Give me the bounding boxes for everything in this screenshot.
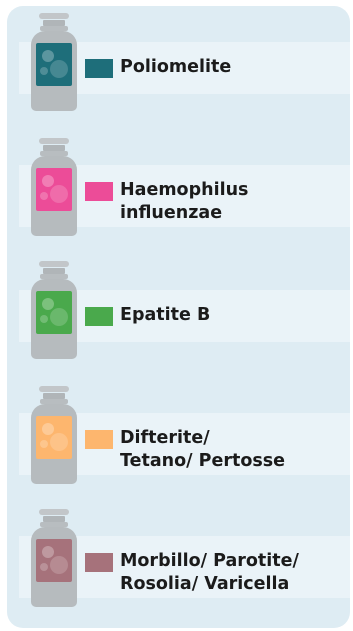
legend-item-poliomelite: Poliomelite [19, 11, 350, 111]
legend-item-haemophilus-influenzae: Haemophilus influenzae [19, 136, 350, 236]
color-swatch [85, 553, 113, 572]
vial-icon [30, 386, 77, 484]
vial-icon [30, 261, 77, 359]
vial-icon [30, 138, 77, 236]
vial-icon [30, 13, 77, 111]
color-swatch [85, 59, 113, 78]
color-swatch [85, 182, 113, 201]
vaccine-legend-panel: Poliomelite Haemophilus influenzae Epati… [7, 6, 350, 628]
legend-label: Morbillo/ Parotite/ Rosolia/ Varicella [120, 551, 299, 594]
vial-liquid [36, 291, 72, 334]
vial-liquid [36, 168, 72, 211]
legend-item-morbillo-parotite-rosolia-varicella: Morbillo/ Parotite/ Rosolia/ Varicella [19, 507, 350, 607]
legend-item-epatite-b: Epatite B [19, 259, 350, 359]
color-swatch [85, 430, 113, 449]
legend-item-difterite-tetano-pertosse: Difterite/ Tetano/ Pertosse [19, 384, 350, 484]
legend-label: Epatite B [120, 305, 211, 325]
vial-liquid [36, 43, 72, 86]
vial-liquid [36, 416, 72, 459]
legend-label: Poliomelite [120, 57, 232, 77]
color-swatch [85, 307, 113, 326]
legend-label: Haemophilus influenzae [120, 180, 249, 223]
legend-label: Difterite/ Tetano/ Pertosse [120, 428, 286, 471]
vial-icon [30, 509, 77, 607]
vial-liquid [36, 539, 72, 582]
